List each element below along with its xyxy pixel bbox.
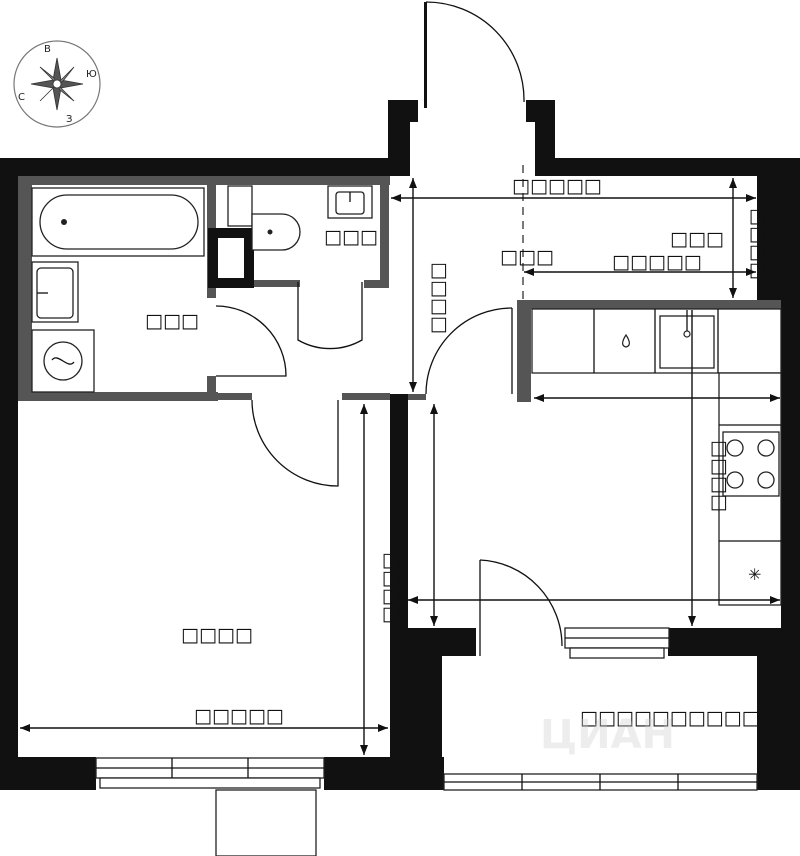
compass-rose-icon — [30, 57, 84, 111]
toilet-label: □□□ — [324, 226, 378, 248]
bathroom-fixtures — [31, 187, 205, 393]
toilet-fixtures — [227, 185, 373, 251]
entrance-door — [424, 1, 525, 108]
hallway-label: □□□ — [500, 246, 554, 268]
hall-height-label: □□□□ — [429, 262, 451, 334]
compass-east: Ю — [86, 69, 97, 80]
fridge-icon: ✳ — [748, 565, 761, 584]
compass-south: З — [66, 114, 72, 125]
dimension-lines — [20, 178, 780, 755]
hall-width-label: □□□□□ — [512, 175, 602, 197]
wardrobe-width-label: □□□□□ — [612, 251, 702, 273]
wardrobe-height-label: □□□□ — [748, 208, 770, 280]
loggia-label: □□□□□□□□□□ — [580, 707, 760, 729]
dimension-labels: □□□□□ □□□□□ □□□□□ □□□□ □□□□ □□□□ □□□□ — [194, 175, 770, 727]
kitchen-height-label: □□□□ — [709, 440, 731, 512]
interior-doors — [215, 282, 563, 656]
compass: В Ю С З — [13, 40, 101, 128]
bathroom-label: □□□ — [145, 310, 199, 332]
interior-partitions — [18, 176, 781, 402]
compass-north: В — [44, 44, 51, 55]
exterior-walls — [0, 100, 800, 790]
windows — [95, 627, 758, 856]
compass-west: С — [18, 92, 25, 103]
room-width-label: □□□□□ — [194, 705, 284, 727]
room-height-label: □□□□ — [381, 552, 403, 624]
room-labels: □□□ □□□ □□□ □□□ □□□□ □□□□□□□□□□ — [145, 226, 760, 729]
watermark: ЦИАН — [540, 712, 675, 758]
wardrobe-label: □□□ — [670, 228, 724, 250]
kitchen-fixtures: ✳ — [531, 308, 782, 606]
living-room-label: □□□□ — [181, 624, 253, 646]
